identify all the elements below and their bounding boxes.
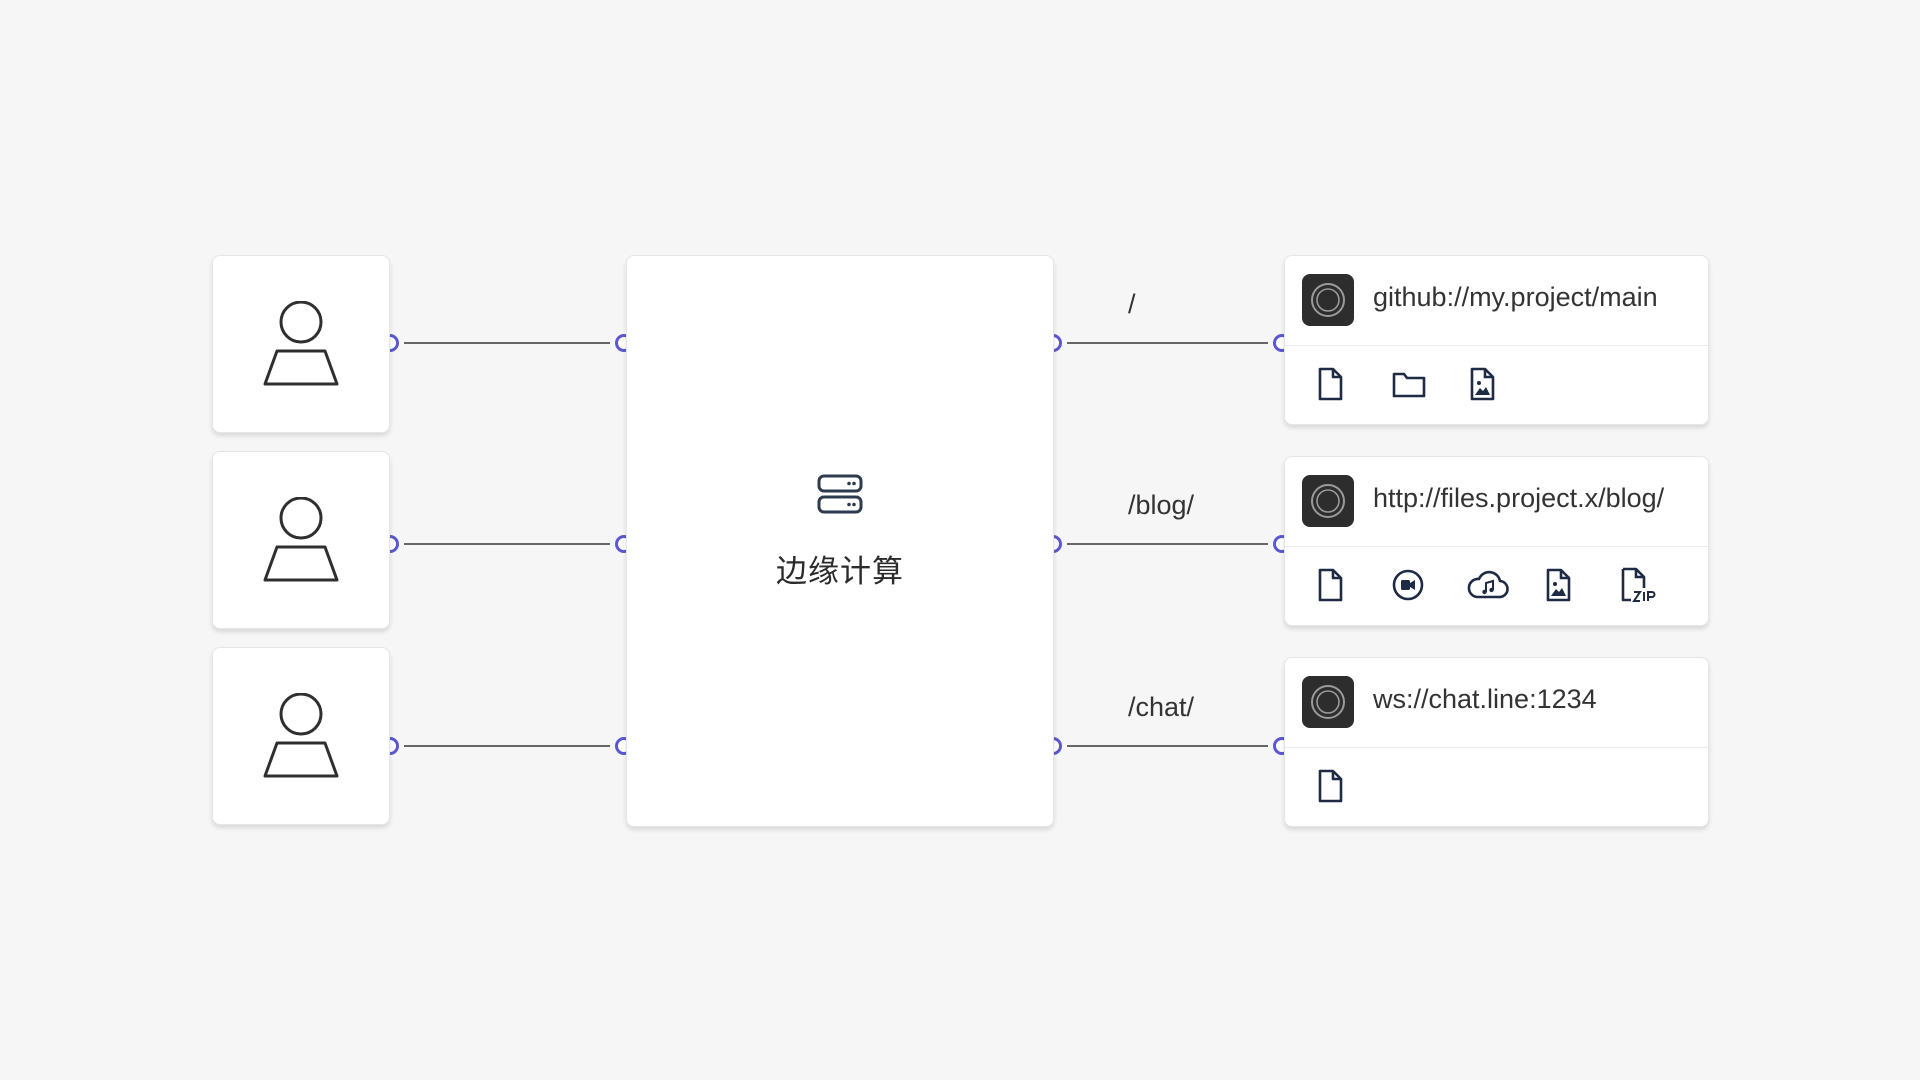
edge-computing-card[interactable]: 边缘计算 [626, 255, 1054, 827]
image-file-icon[interactable] [1543, 565, 1619, 605]
route-label-blog: /blog/ [1128, 490, 1195, 520]
user-icon [263, 301, 339, 386]
origin-url: ws://chat.line:1234 [1373, 684, 1597, 714]
user-icon [263, 497, 339, 582]
file-icon[interactable] [1315, 565, 1391, 605]
origin-header: ws://chat.line:1234 [1285, 658, 1708, 748]
origin-card-chat[interactable]: ws://chat.line:1234 [1284, 657, 1709, 827]
origin-header: github://my.project/main [1285, 256, 1708, 346]
origin-file-list [1315, 565, 1695, 605]
file-icon[interactable] [1315, 364, 1391, 404]
origin-card-github[interactable]: github://my.project/main [1284, 255, 1709, 425]
origin-logo-icon [1302, 676, 1354, 728]
user-card-2[interactable] [212, 451, 390, 629]
user-icon [263, 693, 339, 778]
origin-url: http://files.project.x/blog/ [1373, 483, 1665, 513]
zip-file-icon[interactable] [1619, 565, 1695, 605]
origin-url: github://my.project/main [1373, 282, 1658, 312]
user-card-3[interactable] [212, 647, 390, 825]
folder-icon[interactable] [1391, 364, 1467, 404]
route-label-chat: /chat/ [1128, 692, 1195, 722]
image-file-icon[interactable] [1467, 364, 1543, 404]
origin-logo-icon [1302, 274, 1354, 326]
video-icon[interactable] [1391, 565, 1467, 605]
origin-file-list [1315, 364, 1543, 404]
user-card-1[interactable] [212, 255, 390, 433]
cloud-music-icon[interactable] [1467, 565, 1543, 605]
file-icon[interactable] [1315, 766, 1391, 806]
origin-card-files[interactable]: http://files.project.x/blog/ [1284, 456, 1709, 626]
server-icon [817, 474, 863, 514]
edge-computing-label: 边缘计算 [776, 554, 904, 590]
route-label-root: / [1128, 289, 1136, 319]
origin-logo-icon [1302, 475, 1354, 527]
origin-file-list [1315, 766, 1391, 806]
origin-header: http://files.project.x/blog/ [1285, 457, 1708, 547]
